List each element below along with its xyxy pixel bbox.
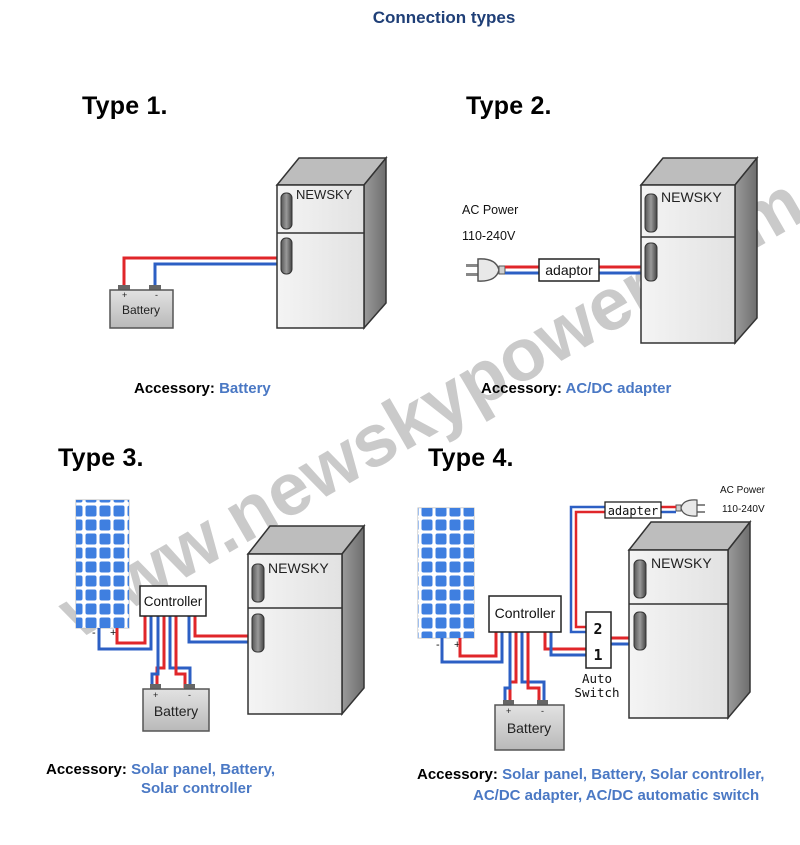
voltage-label: 110-240V bbox=[722, 504, 765, 515]
wire-negative bbox=[503, 632, 512, 704]
battery-minus: - bbox=[188, 690, 191, 700]
accessory-value: Battery bbox=[219, 380, 271, 397]
accessory-value: AC/DC adapter, AC/DC automatic switch bbox=[473, 787, 760, 804]
accessory-value: Solar panel, Battery, bbox=[131, 761, 275, 778]
type-3-diagram: - + Controller + - Battery bbox=[75, 499, 366, 732]
fridge-brand: NEWSKY bbox=[661, 189, 722, 205]
fridge-icon: NEWSKY bbox=[639, 155, 759, 345]
plug-icon bbox=[675, 499, 705, 517]
solar-panel-icon: - + bbox=[417, 507, 475, 651]
wire-negative bbox=[187, 615, 250, 644]
solar-panel-icon: - + bbox=[75, 499, 130, 639]
controller-box: Controller bbox=[139, 585, 207, 617]
panel-minus: - bbox=[92, 627, 96, 639]
wire-negative bbox=[150, 615, 160, 688]
auto-label: Auto bbox=[582, 671, 612, 686]
auto-switch-box: 2 1 Auto Switch bbox=[574, 611, 620, 700]
voltage-label: 110-240V bbox=[462, 229, 516, 243]
accessory-label: Accessory: bbox=[46, 761, 127, 778]
controller-box: Controller bbox=[488, 595, 562, 633]
type-2-heading: Type 2. bbox=[466, 92, 552, 120]
wire-negative bbox=[549, 632, 586, 657]
fridge-brand: NEWSKY bbox=[296, 187, 353, 202]
battery-icon: + - Battery bbox=[142, 684, 210, 732]
type-4-heading: Type 4. bbox=[428, 444, 514, 472]
wire-negative bbox=[153, 262, 279, 289]
switch-position-1: 1 bbox=[593, 646, 602, 664]
fridge-brand: NEWSKY bbox=[268, 560, 329, 576]
battery-icon: + - Battery bbox=[494, 700, 565, 751]
wire-positive bbox=[155, 615, 166, 688]
type-3-heading: Type 3. bbox=[58, 444, 144, 472]
accessory-label: Accessory: bbox=[417, 766, 498, 783]
type-3-accessory-line-2: Solar controller bbox=[141, 779, 252, 799]
accessory-value: Solar panel, Battery, Solar controller, bbox=[502, 766, 765, 783]
panel-plus: + bbox=[454, 639, 460, 651]
ac-power-label: AC Power bbox=[462, 203, 518, 217]
wire-positive bbox=[458, 632, 498, 658]
type-2-accessory: Accessory: AC/DC adapter bbox=[481, 379, 671, 399]
wire-positive bbox=[122, 256, 279, 289]
fridge-icon: NEWSKY bbox=[627, 519, 752, 721]
battery-plus: + bbox=[506, 706, 511, 716]
type-1-heading: Type 1. bbox=[82, 92, 168, 120]
type-4-diagram: AC Power 110-240V adapter - + bbox=[417, 485, 766, 751]
wire-positive bbox=[115, 615, 147, 645]
adaptor-box: adaptor bbox=[538, 258, 600, 282]
wire-positive bbox=[574, 510, 605, 629]
wire-negative bbox=[97, 615, 153, 651]
battery-label: Battery bbox=[154, 703, 198, 719]
wire-positive bbox=[193, 615, 250, 638]
wire-positive bbox=[543, 632, 586, 651]
fridge-brand: NEWSKY bbox=[651, 555, 712, 571]
accessory-value: Solar controller bbox=[141, 780, 252, 797]
type-4-accessory: Accessory: Solar panel, Battery, Solar c… bbox=[417, 765, 764, 785]
adapter-box: adapter bbox=[604, 501, 662, 519]
controller-label: Controller bbox=[495, 605, 556, 621]
battery-minus: - bbox=[541, 706, 544, 716]
adaptor-label: adaptor bbox=[545, 262, 593, 278]
wire-negative bbox=[569, 505, 605, 634]
accessory-label: Accessory: bbox=[481, 380, 562, 397]
accessory-label: Accessory: bbox=[134, 380, 215, 397]
type-4-accessory-line-2: AC/DC adapter, AC/DC automatic switch bbox=[473, 786, 759, 806]
wire-positive bbox=[174, 615, 187, 688]
battery-plus: + bbox=[122, 290, 127, 300]
switch-label: Switch bbox=[574, 685, 619, 700]
wire-negative bbox=[440, 632, 504, 664]
battery-label: Battery bbox=[507, 720, 551, 736]
wire-negative bbox=[520, 632, 546, 704]
controller-label: Controller bbox=[144, 594, 203, 609]
wire-negative bbox=[168, 615, 192, 688]
battery-plus: + bbox=[153, 690, 158, 700]
fridge-icon: NEWSKY bbox=[275, 155, 388, 330]
panel-minus: - bbox=[436, 639, 440, 651]
type-3-accessory: Accessory: Solar panel, Battery, bbox=[46, 760, 275, 780]
wire-positive bbox=[526, 632, 541, 704]
adapter-label: adapter bbox=[608, 504, 659, 518]
accessory-value: AC/DC adapter bbox=[565, 380, 672, 397]
type-1-accessory: Accessory: Battery bbox=[134, 379, 271, 399]
wire-positive bbox=[508, 632, 518, 704]
ac-power-label: AC Power bbox=[720, 485, 766, 496]
plug-icon bbox=[466, 258, 506, 282]
page-title: Connection types bbox=[372, 8, 516, 27]
battery-label: Battery bbox=[122, 303, 160, 317]
fridge-icon: NEWSKY bbox=[246, 523, 366, 717]
battery-minus: - bbox=[155, 290, 158, 300]
panel-plus: + bbox=[110, 627, 116, 639]
battery-icon: + - Battery bbox=[109, 285, 174, 329]
switch-position-2: 2 bbox=[593, 620, 602, 638]
type-1-diagram: + - Battery NEWSKY bbox=[109, 155, 388, 330]
type-2-diagram: AC Power 110-240V adaptor NEWSKY bbox=[462, 155, 759, 345]
